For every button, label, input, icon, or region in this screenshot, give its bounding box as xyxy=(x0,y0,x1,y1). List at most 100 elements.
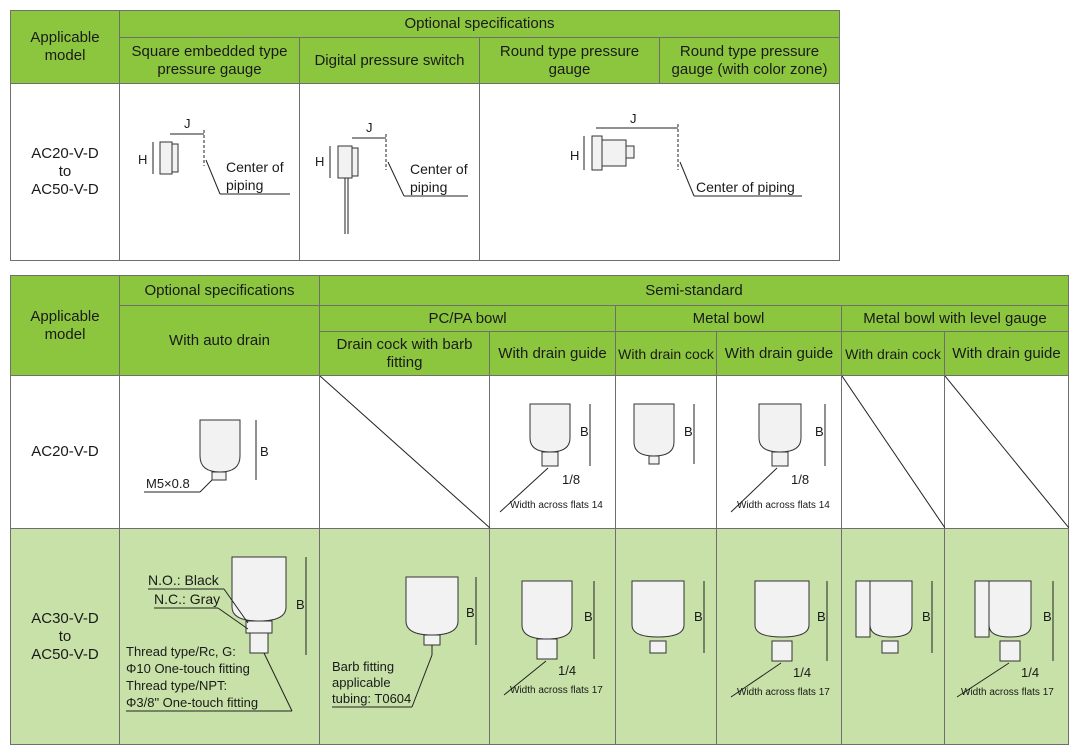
switch-body-shape xyxy=(337,145,353,179)
model-line-2: to xyxy=(58,627,72,645)
dim-b-label: B xyxy=(580,424,589,439)
ac30-level-guide-diagram: B 1/4 Width across flats 17 xyxy=(956,580,1054,698)
bowl-shape xyxy=(529,403,571,453)
semi-standard-header: Semi-standard xyxy=(318,275,1070,306)
ac30-metal-cock-cell: B xyxy=(615,528,717,745)
dim-h-label: H xyxy=(315,154,324,169)
col-pcpa-drain-guide: With drain guide xyxy=(489,331,616,376)
no-leader xyxy=(223,588,249,624)
model-cell-ac20: AC20-V-D xyxy=(10,375,120,529)
leader-line xyxy=(730,662,782,698)
ac20-drain-cock-barb-cell xyxy=(319,375,490,529)
optional-specs-header-2: Optional specifications xyxy=(119,275,320,306)
ac30-drain-cock-barb-diagram: B Barb fitting applicable tubing: T0604 xyxy=(332,576,477,708)
ac20-metal-guide-diagram: B 1/8 Width across flats 14 xyxy=(730,403,830,513)
fitting-leader xyxy=(263,652,293,712)
leader-line xyxy=(387,161,405,197)
size-label: 1/4 xyxy=(558,663,576,678)
m5-label: M5×0.8 xyxy=(146,476,190,491)
col-drain-cock-barb-label: Drain cock with barb fitting xyxy=(336,335,473,371)
digital-switch-drawing-cell: J H Center of piping xyxy=(299,83,480,261)
leader-line xyxy=(503,660,547,696)
model-ac20-text: AC20-V-D xyxy=(31,443,99,460)
flats-label: Width across flats 17 xyxy=(961,687,1054,698)
size-label: 1/8 xyxy=(791,472,809,487)
drain-guide-shape xyxy=(771,451,789,467)
drain-guide-shape xyxy=(536,638,558,660)
round-gauge-rim-shape xyxy=(591,135,603,171)
center-of-piping-label: Center of piping xyxy=(696,179,795,195)
ac30-metal-guide-diagram: B 1/4 Width across flats 17 xyxy=(730,580,830,698)
col-round-gauge-color: Round type pressure gauge (with color zo… xyxy=(658,37,841,84)
drain-guide-shape xyxy=(541,451,559,467)
model-line-2: to xyxy=(58,163,72,180)
dim-b-label: B xyxy=(815,424,824,439)
applicable-model-header-text: Applicable model xyxy=(30,29,100,64)
with-auto-drain-header: With auto drain xyxy=(119,305,320,376)
leader-line xyxy=(956,662,1010,698)
leader-line xyxy=(679,161,695,197)
digital-switch-diagram: J H Center of piping xyxy=(315,120,468,234)
model-line-1: AC30-V-D xyxy=(31,609,99,627)
col-round-gauge-color-label: Round type pressure gauge (with color zo… xyxy=(671,42,828,78)
col-level-drain-guide: With drain guide xyxy=(943,331,1070,376)
dim-b-label: B xyxy=(466,605,475,620)
switch-face-shape xyxy=(351,147,359,177)
leader-line xyxy=(205,159,221,195)
leader-line xyxy=(199,479,213,493)
flats-label: Width across flats 17 xyxy=(510,685,603,696)
bowl-shape xyxy=(631,580,685,638)
gauge-face-shape xyxy=(171,143,179,173)
col-digital-switch-label: Digital pressure switch xyxy=(314,51,465,69)
level-gauge-shape xyxy=(855,580,871,638)
bowl-shape xyxy=(405,576,459,636)
model-line-3: AC50-V-D xyxy=(31,181,99,198)
ac20-auto-drain-diagram: B M5×0.8 xyxy=(144,419,269,493)
ac20-pcpa-guide-cell: B 1/8 Width across flats 14 xyxy=(489,375,616,529)
barb-label-1: Barb fitting xyxy=(332,659,394,674)
drain-guide-shape xyxy=(999,640,1021,662)
drain-port-shape xyxy=(211,471,227,481)
barb-leader xyxy=(411,654,433,708)
bowl-shape xyxy=(754,580,810,638)
metal-bowl-level-text: Metal bowl with level gauge xyxy=(863,309,1047,327)
barb-label-2: applicable xyxy=(332,675,391,690)
not-available-slash xyxy=(945,376,1069,528)
round-gauge-stem-shape xyxy=(625,145,635,159)
flats-label: Width across flats 14 xyxy=(510,500,603,511)
dim-b-label: B xyxy=(817,609,826,624)
drain-cock-shape xyxy=(423,634,441,646)
metal-bowl-level-header: Metal bowl with level gauge xyxy=(840,305,1070,332)
dim-j-label: J xyxy=(630,111,637,126)
no-black-label: N.O.: Black xyxy=(148,572,220,588)
drain-cock-shape xyxy=(649,640,667,654)
semi-standard-header-text: Semi-standard xyxy=(645,281,743,299)
ac30-level-guide-cell: B 1/4 Width across flats 17 xyxy=(943,528,1070,745)
fitting-shape xyxy=(249,632,269,654)
ac30-pcpa-guide-diagram: B 1/4 Width across flats 17 xyxy=(503,580,603,696)
ac20-metal-cock-diagram: B xyxy=(633,403,695,465)
drain-cock-shape xyxy=(881,640,899,654)
applicable-model-header-2: Applicable model xyxy=(10,275,120,376)
size-label: 1/4 xyxy=(1021,665,1039,680)
col-digital-switch: Digital pressure switch xyxy=(299,37,480,84)
nc-leader xyxy=(217,607,249,630)
col-metal-drain-guide-label: With drain guide xyxy=(724,344,834,362)
col-square-gauge-label: Square embedded type pressure gauge xyxy=(131,42,288,78)
model-cell-t1: AC20-V-D to AC50-V-D xyxy=(10,83,120,261)
barb-label-3: tubing: T0604 xyxy=(332,691,411,706)
phi38-label: Φ3/8" One-touch fitting xyxy=(126,695,258,710)
col-pcpa-drain-guide-label: With drain guide xyxy=(498,344,607,362)
ac30-metal-cock-diagram: B xyxy=(631,580,705,654)
ac20-metal-cock-cell: B xyxy=(615,375,717,529)
square-gauge-diagram: J H Center of piping xyxy=(138,116,290,195)
dim-b-label: B xyxy=(922,609,931,624)
center-of-piping-label-a: Center of xyxy=(226,159,284,175)
ac20-pcpa-guide-diagram: B 1/8 Width across flats 14 xyxy=(499,403,603,513)
dim-h-label: H xyxy=(138,152,147,167)
col-metal-drain-cock-label: With drain cock xyxy=(618,345,714,362)
bowl-shape xyxy=(758,403,802,453)
center-of-piping-label-b: piping xyxy=(226,177,263,193)
ac20-level-cock-cell xyxy=(841,375,945,529)
leader-line xyxy=(499,467,549,513)
